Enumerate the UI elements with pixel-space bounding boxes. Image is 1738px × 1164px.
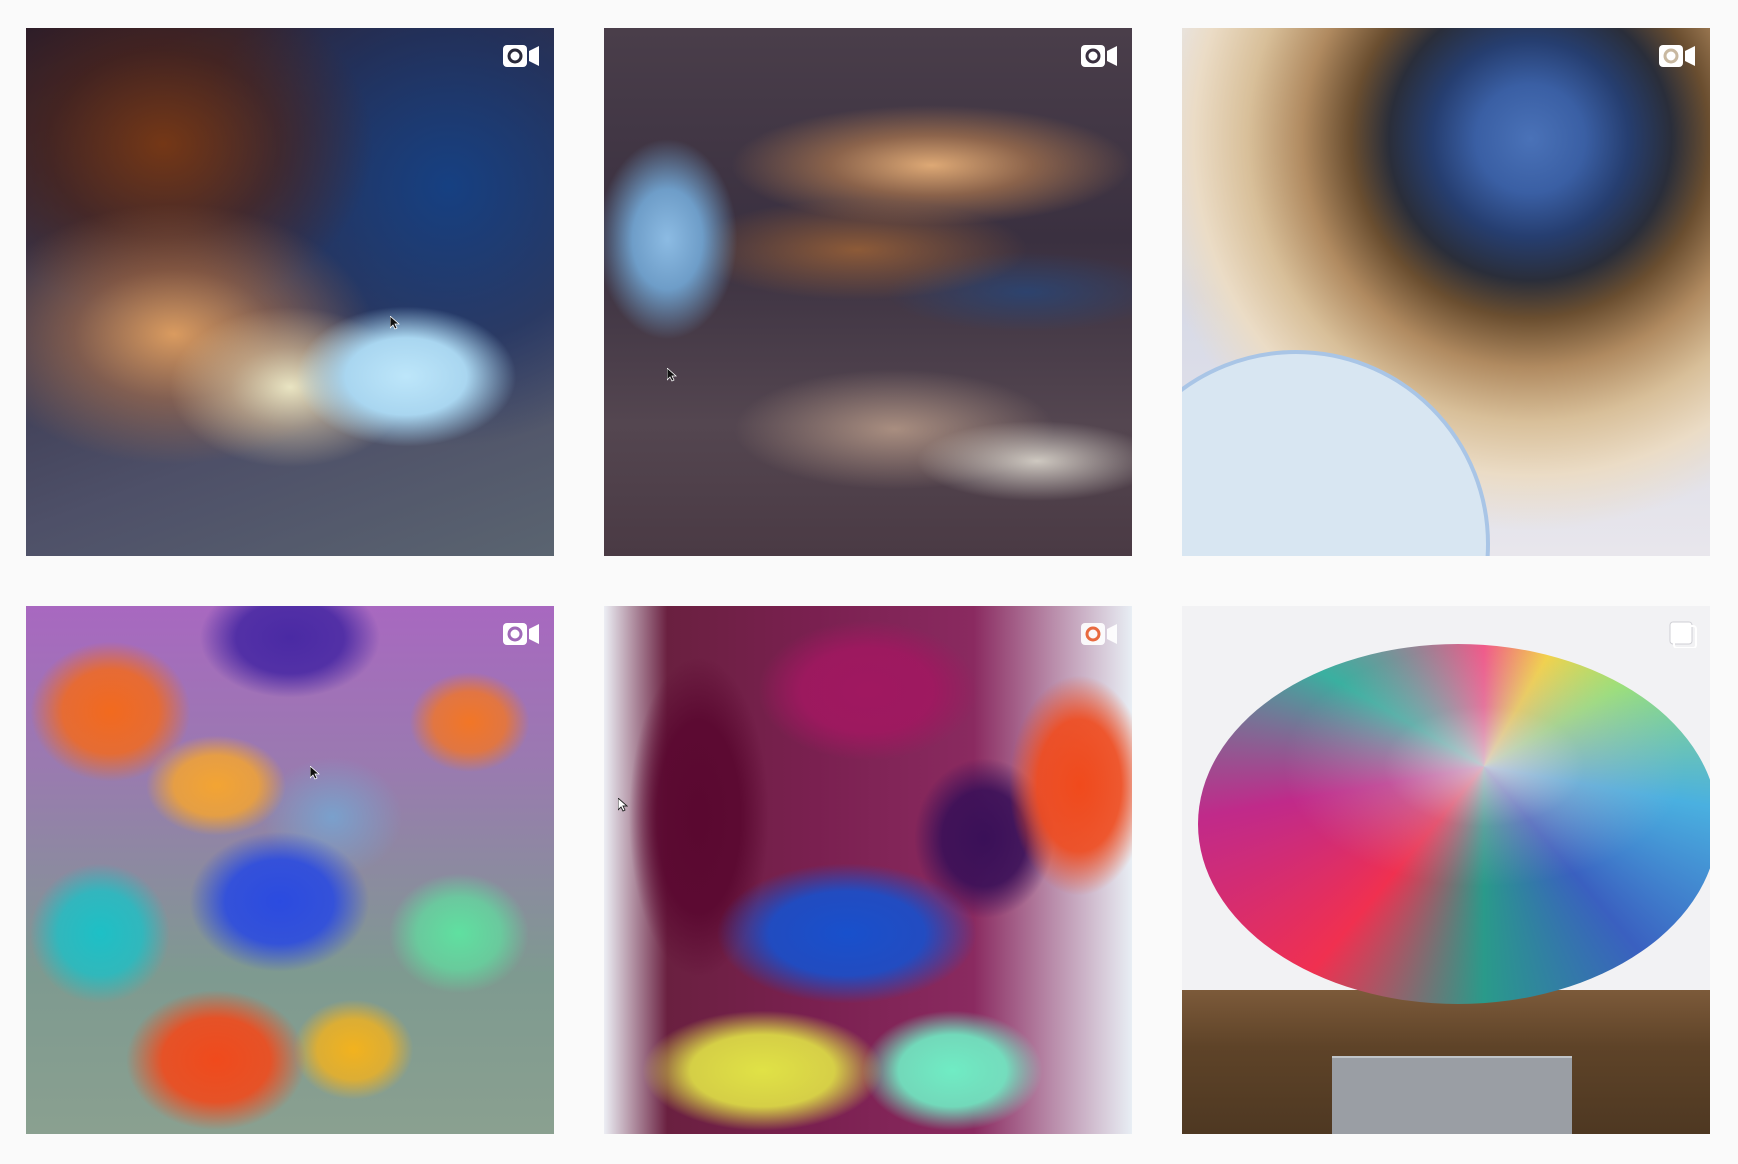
post-tile-2[interactable] bbox=[604, 28, 1132, 556]
mouse-cursor-icon bbox=[667, 368, 677, 382]
post-tile-4[interactable] bbox=[26, 606, 554, 1134]
post-thumbnail bbox=[26, 606, 554, 1134]
disc-highlight bbox=[1198, 644, 1710, 1004]
video-camera-icon bbox=[1080, 620, 1120, 648]
metal-drawer bbox=[1332, 1056, 1572, 1134]
post-thumbnail bbox=[604, 606, 1132, 1134]
mouse-cursor-icon bbox=[390, 316, 400, 330]
mouse-cursor-icon bbox=[618, 798, 628, 812]
multiple-photos-icon bbox=[1658, 620, 1698, 648]
video-camera-icon bbox=[502, 620, 542, 648]
post-thumbnail bbox=[26, 28, 554, 556]
video-camera-icon bbox=[1080, 42, 1120, 70]
video-camera-icon bbox=[1658, 42, 1698, 70]
post-tile-1[interactable] bbox=[26, 28, 554, 556]
post-tile-5[interactable] bbox=[604, 606, 1132, 1134]
post-tile-6[interactable] bbox=[1182, 606, 1710, 1134]
video-camera-icon bbox=[502, 42, 542, 70]
post-tile-3[interactable] bbox=[1182, 28, 1710, 556]
mouse-cursor-icon bbox=[310, 766, 320, 780]
post-thumbnail bbox=[604, 28, 1132, 556]
